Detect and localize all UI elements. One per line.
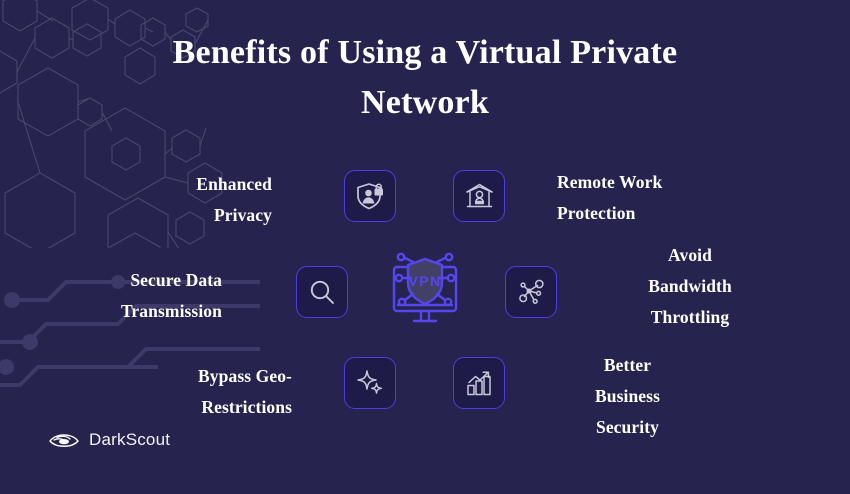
label-remote-work-protection: Remote Work Protection bbox=[557, 167, 747, 229]
label-avoid-bandwidth-throttling: Avoid Bandwidth Throttling bbox=[600, 240, 780, 333]
label-line: Better bbox=[603, 355, 652, 375]
brand-name: DarkScout bbox=[89, 430, 171, 449]
magnifier-icon bbox=[310, 280, 334, 304]
label-line: Secure Data bbox=[130, 270, 222, 290]
tile-enhanced-privacy[interactable] bbox=[344, 170, 396, 222]
label-bypass-geo-restrictions: Bypass Geo- Restrictions bbox=[82, 361, 292, 423]
bar-chart-growth-icon bbox=[467, 371, 491, 396]
label-line: Security bbox=[595, 417, 659, 438]
label-line: Enhanced bbox=[196, 174, 272, 194]
network-nodes-icon bbox=[519, 279, 544, 304]
vpn-monitor-shield-icon: VPN bbox=[392, 252, 458, 323]
label-secure-data-transmission: Secure Data Transmission bbox=[22, 265, 222, 327]
tile-remote-work-protection[interactable] bbox=[453, 170, 505, 222]
tile-better-business-security[interactable] bbox=[453, 357, 505, 409]
tile-avoid-bandwidth-throttling[interactable] bbox=[505, 266, 557, 318]
label-better-business-security: Better Business Security bbox=[540, 350, 715, 443]
home-office-icon bbox=[465, 183, 493, 207]
sparkle-icon bbox=[357, 370, 382, 394]
label-line: Avoid bbox=[668, 245, 712, 265]
label-enhanced-privacy: Enhanced Privacy bbox=[92, 169, 272, 231]
vpn-icon-label: VPN bbox=[409, 273, 442, 289]
darkscout-eye-logo-icon bbox=[49, 434, 79, 447]
tile-bypass-geo-restrictions[interactable] bbox=[344, 357, 396, 409]
label-line: Privacy bbox=[213, 205, 272, 226]
label-line: Bandwidth bbox=[648, 276, 732, 297]
page-title: Benefits of Using a Virtual Private Netw… bbox=[172, 34, 678, 122]
label-line: Transmission bbox=[120, 301, 222, 322]
shield-person-lock-icon bbox=[357, 183, 383, 210]
brand-logo: DarkScout bbox=[48, 430, 170, 450]
label-line: Restrictions bbox=[201, 397, 292, 418]
tile-secure-data-transmission[interactable] bbox=[296, 266, 348, 318]
label-line: Protection bbox=[557, 203, 636, 224]
label-line: Remote Work bbox=[557, 172, 663, 192]
label-line: Business bbox=[595, 386, 660, 407]
label-line: Bypass Geo- bbox=[198, 366, 292, 386]
label-line: Throttling bbox=[650, 307, 730, 328]
